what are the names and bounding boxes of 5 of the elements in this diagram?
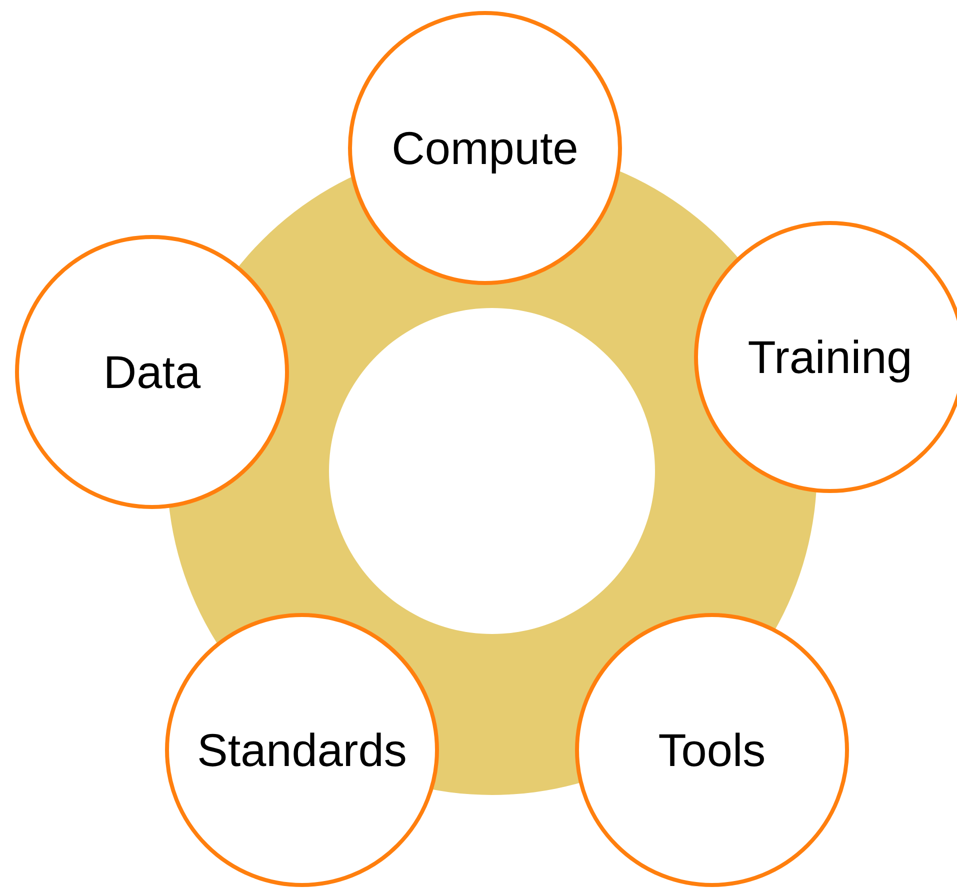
topic-label: Data: [103, 345, 201, 399]
topic-label: Compute: [392, 121, 578, 175]
topic-label: Standards: [197, 723, 407, 777]
topic-label: Tools: [658, 723, 766, 777]
topic-label: Training: [748, 330, 912, 384]
